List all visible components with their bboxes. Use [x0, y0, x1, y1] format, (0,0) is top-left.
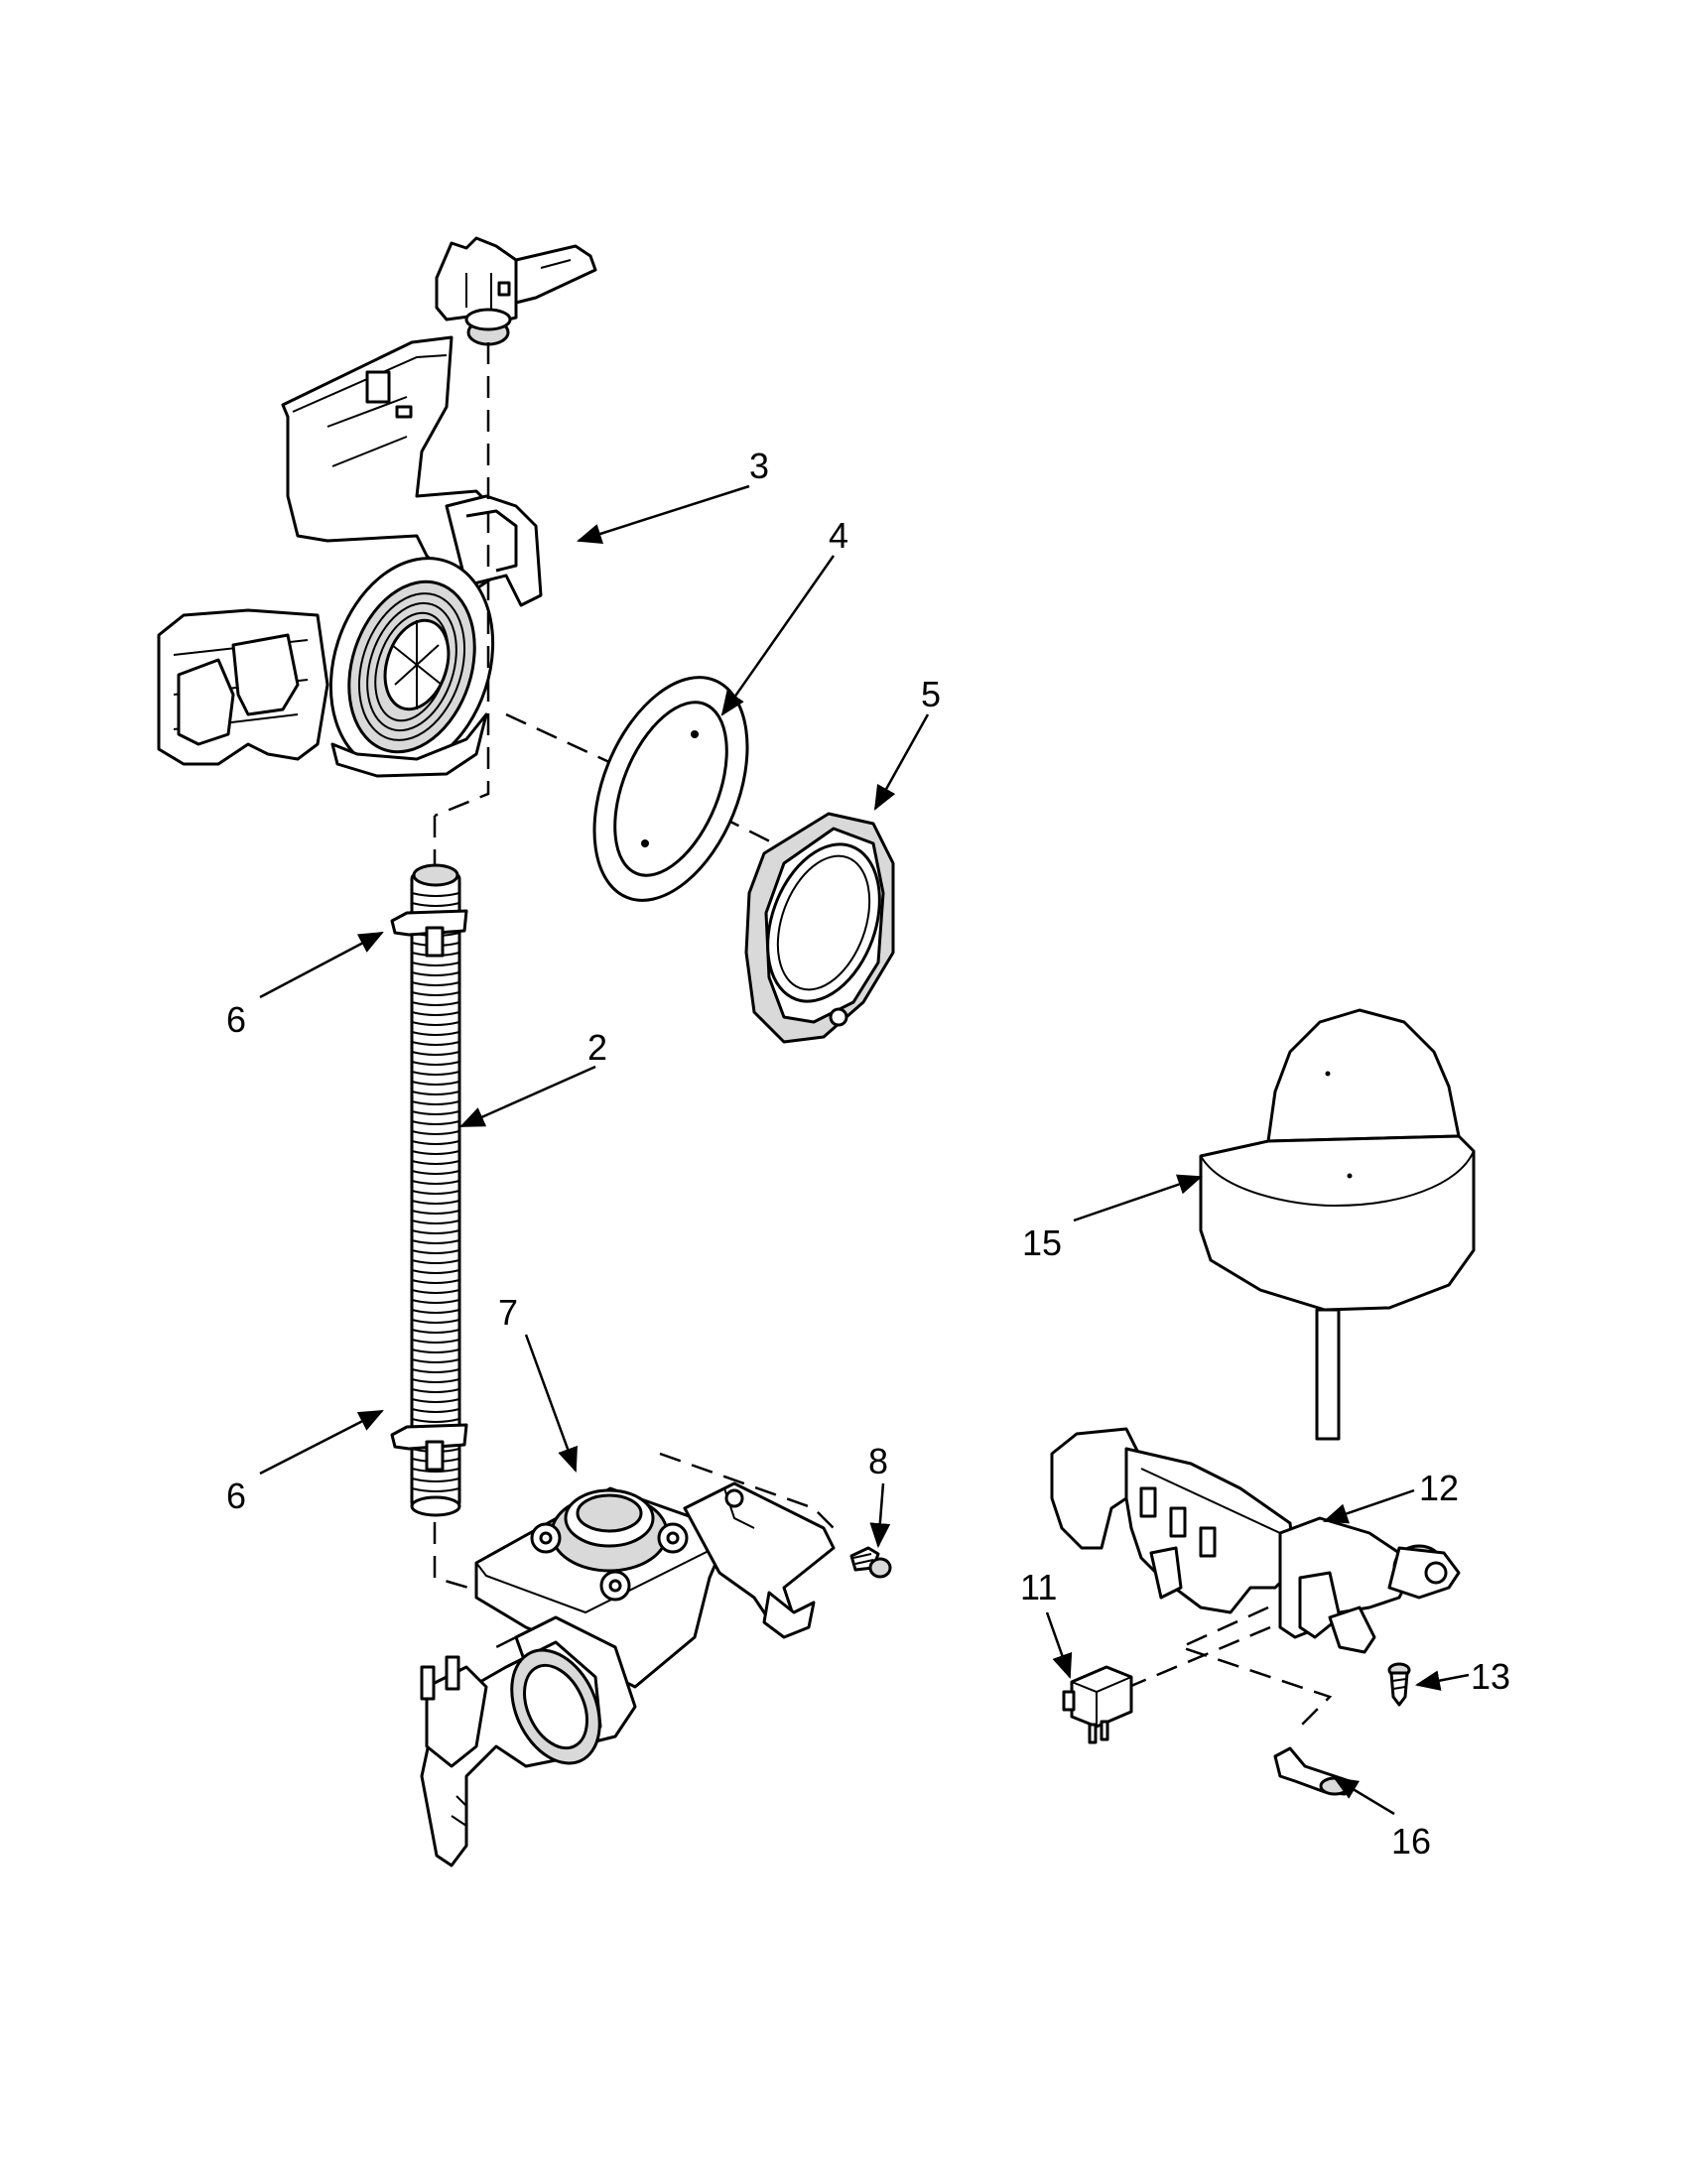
part-5-nut	[744, 812, 895, 1044]
part-16-lever	[1273, 1746, 1352, 1796]
part-12-switch-bracket	[1050, 1427, 1461, 1654]
callout-7: 7	[498, 1292, 518, 1333]
callout-8: 8	[868, 1441, 888, 1481]
callout-4: 4	[829, 515, 848, 556]
callout-2: 2	[587, 1027, 607, 1068]
part-15-float	[1199, 1008, 1476, 1441]
callout-6-lower: 6	[226, 1476, 246, 1516]
part-6-clamp-lower	[390, 1423, 468, 1472]
part-8-screw	[849, 1546, 892, 1579]
callout-3: 3	[749, 446, 769, 486]
part-6-clamp-upper	[390, 909, 468, 958]
part-11-switch	[1062, 1665, 1133, 1744]
leader-lines	[259, 484, 1470, 1816]
part-3-housing	[157, 236, 597, 778]
callout-16: 16	[1391, 1821, 1431, 1862]
callout-labels: 3 4 5 6 2 6 7 8 15 12 11 13 16	[226, 446, 1510, 1862]
part-7-inlet-valve	[420, 1481, 836, 1867]
callout-12: 12	[1419, 1468, 1459, 1508]
callout-11: 11	[1020, 1567, 1057, 1607]
part-2-hose	[410, 863, 461, 1517]
callout-5: 5	[921, 674, 941, 714]
callout-13: 13	[1471, 1656, 1510, 1697]
callout-15: 15	[1022, 1222, 1062, 1263]
callout-6-upper: 6	[226, 999, 246, 1040]
part-4-gasket	[592, 676, 749, 902]
part-13-screw	[1387, 1662, 1411, 1707]
